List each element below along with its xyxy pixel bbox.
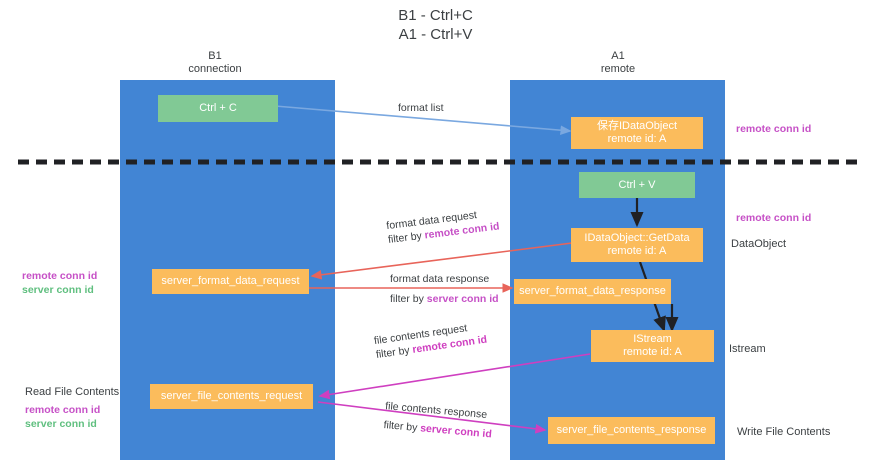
- box-server-file-contents-request-label: server_file_contents_request: [160, 390, 303, 402]
- box-server-file-contents-request[interactable]: server_file_contents_request: [150, 384, 313, 409]
- filter-key-server-conn-id: server conn id: [426, 293, 499, 305]
- box-ctrl-c[interactable]: Ctrl + C: [158, 95, 278, 122]
- column-header-b1-name: B1: [208, 50, 222, 62]
- box-getdata-line2: remote id: A: [607, 245, 667, 257]
- filter-prefix: filter by: [387, 229, 426, 247]
- side-label-left-remote-conn-id-mid: remote conn id: [22, 270, 98, 282]
- edge-label-format-list: format list: [398, 102, 444, 114]
- edge-label-format-data-response-line1: format data response: [390, 273, 490, 285]
- edge-label-format-data-request: format data request filter by remote con…: [386, 206, 501, 247]
- box-server-format-data-response[interactable]: server_format_data_response: [514, 279, 671, 304]
- side-label-left-remote-conn-id-bottom: remote conn id: [25, 404, 101, 416]
- filter-prefix: filter by: [375, 344, 414, 362]
- side-label-dataobject: DataObject: [731, 238, 787, 250]
- edge-label-file-contents-response: file contents response filter by server …: [383, 399, 494, 441]
- box-idataobject-top-line1: 保存IDataObject: [596, 120, 678, 132]
- box-getdata-line1: IDataObject::GetData: [584, 232, 690, 244]
- diagram-title: B1 - Ctrl+C A1 - Ctrl+V: [0, 6, 871, 44]
- box-server-file-contents-response[interactable]: server_file_contents_response: [548, 417, 715, 444]
- column-header-a1-name: A1: [611, 50, 625, 62]
- box-ctrl-v[interactable]: Ctrl + V: [579, 172, 695, 198]
- title-line-1: B1 - Ctrl+C: [398, 7, 473, 24]
- side-label-read-file-contents: Read File Contents: [25, 386, 120, 398]
- side-label-left-server-conn-id-mid: server conn id: [22, 284, 94, 296]
- box-idataobject-top[interactable]: 保存IDataObject remote id: A: [571, 117, 703, 149]
- filter-prefix: filter by: [390, 293, 427, 305]
- column-header-a1: A1 remote: [558, 50, 678, 76]
- filter-key-server-conn-id: server conn id: [419, 422, 493, 441]
- box-server-file-contents-response-label: server_file_contents_response: [556, 424, 707, 436]
- box-server-format-data-response-label: server_format_data_response: [519, 285, 666, 297]
- filter-prefix: filter by: [383, 419, 421, 435]
- box-ctrl-c-label: Ctrl + C: [199, 102, 237, 114]
- edge-label-format-data-response: format data response filter by server co…: [390, 272, 499, 306]
- side-label-right-remote-conn-id-top: remote conn id: [736, 123, 812, 135]
- column-header-a1-role: remote: [600, 63, 636, 75]
- box-server-format-data-request-label: server_format_data_request: [161, 275, 300, 287]
- box-istream-line2: remote id: A: [623, 346, 682, 358]
- column-header-b1: B1 connection: [155, 50, 275, 76]
- side-label-istream: Istream: [729, 343, 766, 355]
- box-server-format-data-request[interactable]: server_format_data_request: [152, 269, 309, 294]
- edge-label-format-data-response-line2: filter by server conn id: [390, 292, 499, 306]
- box-idataobject-top-line2: remote id: A: [607, 133, 667, 145]
- edge-label-file-contents-response-line2: filter by server conn id: [383, 418, 492, 441]
- edge-label-file-contents-request: file contents request filter by remote c…: [373, 319, 488, 362]
- box-idataobject-getdata[interactable]: IDataObject::GetData remote id: A: [571, 228, 703, 262]
- box-ctrl-v-label: Ctrl + V: [618, 178, 656, 191]
- column-header-b1-role: connection: [188, 63, 242, 75]
- box-istream-line1: IStream: [633, 333, 672, 345]
- side-label-write-file-contents: Write File Contents: [737, 426, 831, 438]
- title-line-2: A1 - Ctrl+V: [398, 26, 473, 43]
- box-istream[interactable]: IStream remote id: A: [591, 330, 714, 362]
- side-label-right-remote-conn-id-mid: remote conn id: [736, 212, 812, 224]
- side-label-left-server-conn-id-bottom: server conn id: [25, 418, 97, 430]
